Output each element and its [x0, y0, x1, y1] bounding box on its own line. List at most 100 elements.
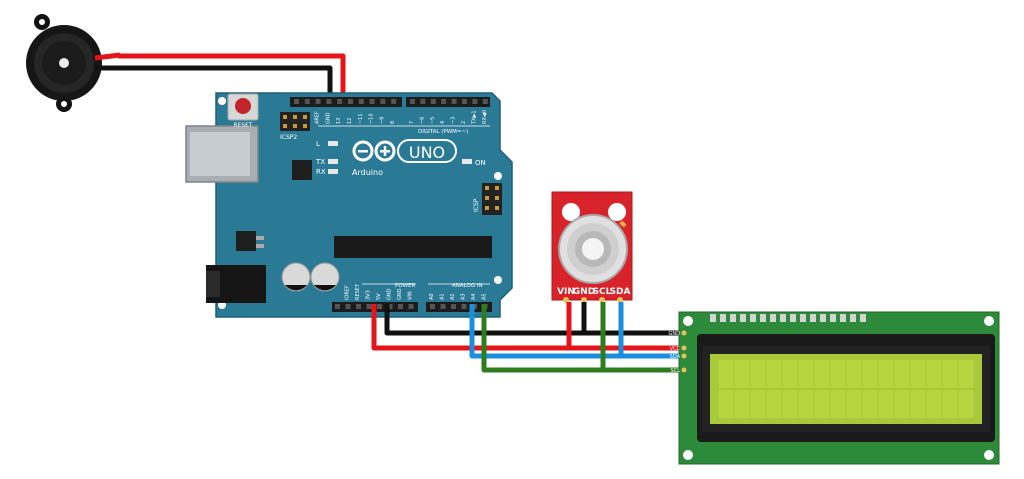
header-pin: [430, 304, 435, 309]
lcd-character-cell: [862, 360, 878, 388]
lcd-character-cell: [798, 360, 814, 388]
buzzer: [26, 14, 121, 112]
lcd-i2c-pin: [681, 367, 687, 373]
header-pin: [408, 304, 414, 309]
lcd-character-cell: [846, 360, 862, 388]
digital-pin: [369, 99, 375, 104]
digital-pin: [482, 99, 488, 104]
digital-pin-label: ~11: [358, 113, 364, 124]
lcd-i2c-pin: [681, 330, 687, 336]
lcd-character-cell: [782, 360, 798, 388]
sensor-pin-headers: [563, 297, 623, 303]
lcd-character-cell: [878, 360, 894, 388]
power-pin-label: GND: [387, 288, 393, 300]
lcd-character-cell: [926, 390, 942, 418]
power-pin-label: GND: [397, 288, 403, 300]
lcd-character-cell: [814, 360, 830, 388]
icsp-label: ICSP: [473, 198, 480, 212]
digital-pin: [420, 99, 426, 104]
header-pin: [366, 304, 372, 309]
sensor-pin: [599, 297, 605, 303]
lcd-character-cell: [958, 390, 974, 418]
lcd-top-pin-row: [710, 314, 866, 322]
digital-pin: [294, 99, 299, 104]
lcd-header-pin: [720, 314, 726, 322]
lcd-header-pin: [860, 314, 866, 322]
digital-pin: [304, 99, 310, 104]
digital-pin-label: 8: [390, 121, 396, 124]
board-model: UNO: [409, 143, 445, 162]
digital-pin-label: ~10: [369, 113, 375, 124]
lcd-character-cell: [734, 360, 750, 388]
digital-pin-label: 2: [461, 121, 467, 124]
buzzer-wires: [118, 53, 346, 104]
analog-pin-label: A5: [482, 293, 488, 300]
lcd-character-cell: [894, 360, 910, 388]
digital-header-pins: [294, 99, 488, 104]
header-pin: [335, 304, 340, 309]
digital-pin-label: GND: [325, 112, 331, 124]
header-pin: [387, 304, 393, 309]
digital-pin: [430, 99, 436, 104]
icsp2-label: ICSP2: [280, 134, 297, 141]
digital-pin-label: RX◀0: [482, 110, 488, 124]
lcd-pin-label: SCL: [671, 368, 681, 374]
digital-pin-label: ~5: [430, 117, 436, 124]
lcd-character-cell: [878, 390, 894, 418]
lcd-character-cell: [750, 390, 766, 418]
header-pin: [345, 304, 351, 309]
lcd-header-pin: [760, 314, 766, 322]
digital-pin: [348, 99, 353, 104]
lcd-header-pin: [830, 314, 836, 322]
header-pin: [356, 304, 361, 309]
digital-pin: [326, 99, 332, 104]
led-tx-label: TX: [315, 158, 325, 166]
sensor-pin-label: SCL: [593, 287, 612, 297]
lcd-pin-label: SDA: [670, 354, 681, 360]
digital-pin: [472, 99, 478, 104]
digital-pin: [337, 99, 343, 104]
digital-pin: [358, 99, 364, 104]
header-pin: [398, 304, 403, 309]
lcd-character-cell: [894, 390, 910, 418]
led-l-label: L: [316, 140, 320, 148]
lcd-character-cell: [798, 390, 814, 418]
lcd-character-cell: [942, 390, 958, 418]
digital-pin-label: 7: [409, 121, 415, 124]
analog-pin-label: A3: [461, 293, 467, 300]
arduino-logo: UNO Arduino: [352, 139, 457, 177]
digital-pin-label: ~9: [379, 117, 385, 124]
lcd-character-cell: [830, 390, 846, 418]
lcd-header-pin: [820, 314, 826, 322]
digital-pin-label: 4: [440, 121, 446, 124]
power-pin-label: 5V: [376, 293, 382, 300]
power-label: POWER: [395, 283, 416, 289]
lcd-header-pin: [780, 314, 786, 322]
lcd-i2c-pin: [681, 353, 687, 359]
digital-pin: [410, 99, 415, 104]
lcd-header-pin: [810, 314, 816, 322]
reset-label: RESET: [233, 122, 253, 129]
lcd-character-cell: [910, 390, 926, 418]
lcd-header-pin: [770, 314, 776, 322]
header-pin: [461, 304, 467, 309]
sensor-pin: [563, 297, 569, 303]
lcd-character-grid: [718, 360, 974, 418]
digital-pin: [451, 99, 457, 104]
lcd-character-cell: [750, 360, 766, 388]
lcd-character-cell: [718, 390, 734, 418]
lcd-character-cell: [814, 390, 830, 418]
analog-label: ANALOG IN: [452, 283, 483, 289]
digital-pin: [441, 99, 447, 104]
power-pin-label: 3V3: [366, 290, 372, 300]
lcd-character-cell: [910, 360, 926, 388]
digital-pin-label: AREF: [315, 111, 321, 124]
power-pin-label: IOREF: [345, 285, 351, 300]
lcd-character-cell: [718, 360, 734, 388]
